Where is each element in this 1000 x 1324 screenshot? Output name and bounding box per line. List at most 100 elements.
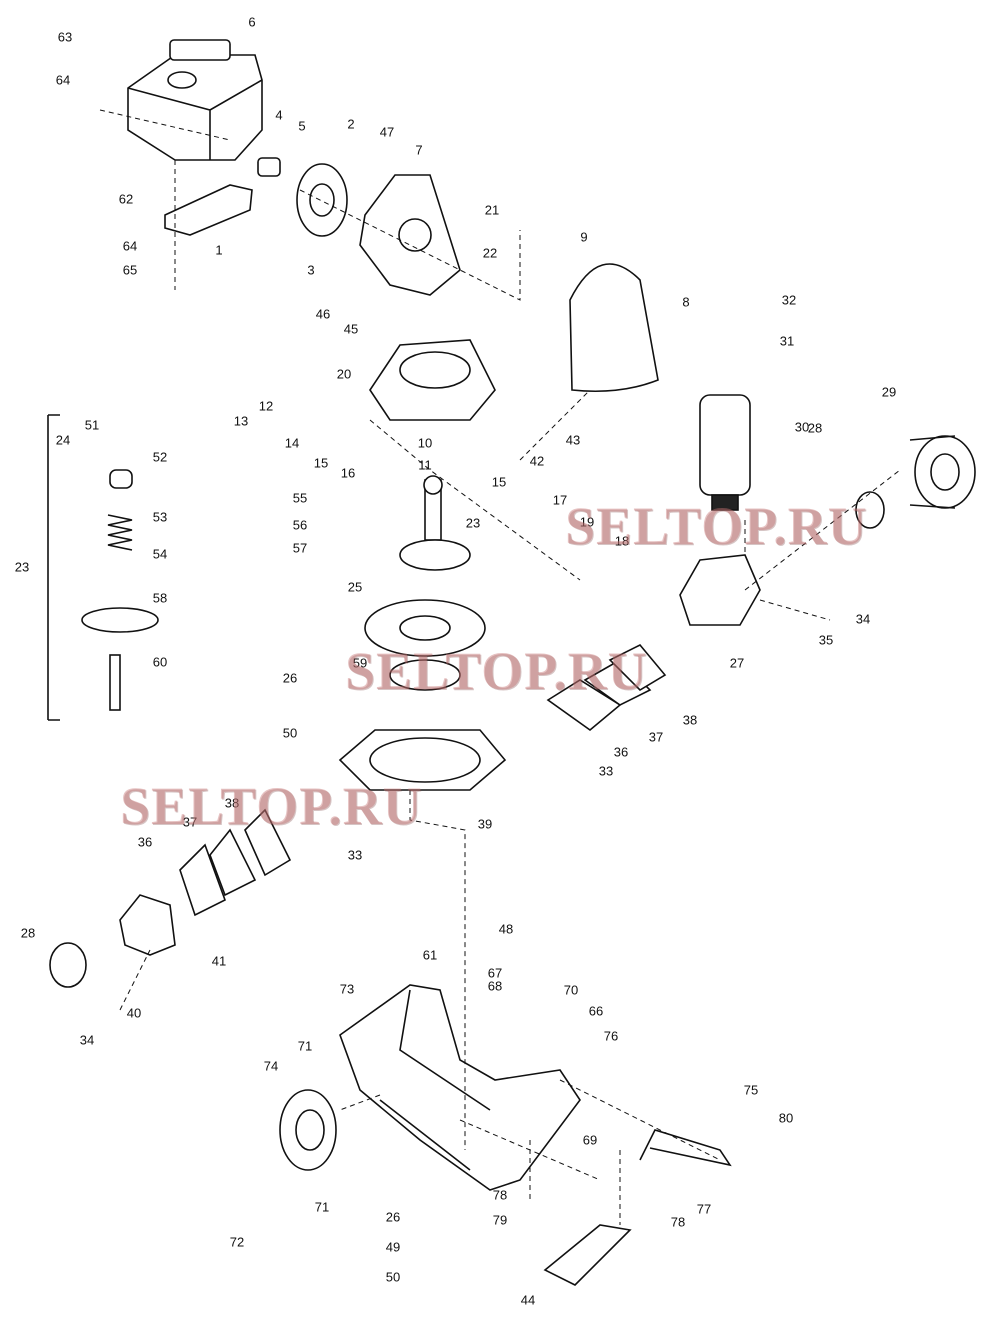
gaskets-left [179, 808, 292, 917]
callout-label: 5 [298, 118, 306, 134]
callout-label: 65 [122, 262, 138, 278]
upper-housing [369, 339, 496, 421]
callout-label: 57 [292, 540, 308, 556]
callout-label: 73 [339, 981, 355, 997]
callout-label: 23 [14, 559, 30, 575]
connecting-rod [399, 475, 471, 571]
callout-label: 15 [313, 455, 329, 471]
gaskets-right [546, 644, 667, 732]
callout-label: 71 [314, 1199, 330, 1215]
watermark: SELTOP.RU [565, 496, 868, 556]
callout-label: 25 [347, 579, 363, 595]
handle [639, 1129, 732, 1167]
callout-label: 45 [343, 321, 359, 337]
callout-label: 7 [415, 142, 423, 158]
callout-label: 41 [211, 953, 227, 969]
callout-label: 80 [778, 1110, 794, 1126]
pump-cover-dome [569, 263, 659, 392]
callout-label: 35 [818, 632, 834, 648]
callout-label: 62 [118, 191, 134, 207]
callout-label: 79 [492, 1212, 508, 1228]
callout-label: 43 [565, 432, 581, 448]
callout-label: 21 [484, 202, 500, 218]
callout-label: 72 [229, 1234, 245, 1250]
callout-label: 15 [491, 474, 507, 490]
callout-label: 50 [385, 1269, 401, 1285]
callout-label: 16 [340, 465, 356, 481]
callout-label: 61 [422, 947, 438, 963]
hose-nipple-right [855, 491, 885, 529]
callout-label: 64 [122, 238, 138, 254]
engine [127, 39, 263, 161]
callout-label: 23 [465, 515, 481, 531]
callout-label: 37 [648, 729, 664, 745]
callout-label: 59 [352, 655, 368, 671]
callout-label: 24 [55, 432, 71, 448]
callout-label: 39 [477, 816, 493, 832]
callout-label: 3 [307, 262, 315, 278]
callout-label: 1 [215, 242, 223, 258]
callout-label: 11 [418, 457, 432, 473]
callout-label: 38 [224, 795, 240, 811]
callout-label: 34 [79, 1032, 95, 1048]
callout-label: 68 [487, 978, 503, 994]
callout-label: 75 [743, 1082, 759, 1098]
gear-housing [359, 174, 461, 296]
callout-label: 38 [682, 712, 698, 728]
callout-label: 50 [282, 725, 298, 741]
callout-label: 47 [379, 124, 395, 140]
callout-label: 12 [258, 398, 274, 414]
shaft-coupling [257, 157, 281, 177]
callout-label: 70 [563, 982, 579, 998]
assembly-bracket [47, 414, 60, 721]
callout-label: 29 [881, 384, 897, 400]
callout-label: 74 [263, 1058, 279, 1074]
watermark: SELTOP.RU [345, 641, 648, 701]
callout-label: 44 [520, 1292, 536, 1308]
callout-label: 66 [588, 1003, 604, 1019]
callout-label: 14 [284, 435, 300, 451]
foot-pad [543, 1224, 632, 1286]
lower-housing [338, 729, 507, 791]
callout-label: 10 [417, 435, 433, 451]
callout-label: 53 [152, 509, 168, 525]
watermark: SELTOP.RU [120, 776, 423, 836]
callout-label: 34 [855, 611, 871, 627]
callout-label: 77 [696, 1201, 712, 1217]
callout-label: 36 [613, 744, 629, 760]
callout-label: 76 [603, 1028, 619, 1044]
callout-label: 78 [492, 1187, 508, 1203]
callout-label: 28 [807, 420, 823, 436]
elbow-fitting-left [119, 894, 176, 956]
callout-label: 26 [282, 670, 298, 686]
callout-label: 42 [529, 453, 545, 469]
callout-label: 46 [315, 306, 331, 322]
callout-label: 48 [498, 921, 514, 937]
callout-label: 78 [670, 1214, 686, 1230]
callout-label: 2 [347, 116, 355, 132]
callout-label: 40 [126, 1005, 142, 1021]
wheel [279, 1089, 337, 1171]
callout-label: 20 [336, 366, 352, 382]
callout-label: 19 [579, 514, 595, 530]
callout-label: 56 [292, 517, 308, 533]
callout-label: 37 [182, 814, 198, 830]
callout-label: 27 [729, 655, 745, 671]
callout-label: 30 [794, 419, 810, 435]
callout-label: 33 [347, 847, 363, 863]
callout-label: 60 [152, 654, 168, 670]
callout-label: 8 [682, 294, 690, 310]
callout-label: 22 [482, 245, 498, 261]
callout-label: 31 [779, 333, 795, 349]
hose-nipple-left [49, 942, 87, 988]
callout-label: 17 [552, 492, 568, 508]
callout-label: 52 [152, 449, 168, 465]
strainer [909, 435, 976, 509]
callout-label: 58 [152, 590, 168, 606]
valve-plate [389, 659, 461, 691]
callout-label: 54 [152, 546, 168, 562]
callout-label: 69 [582, 1132, 598, 1148]
callout-label: 13 [233, 413, 249, 429]
